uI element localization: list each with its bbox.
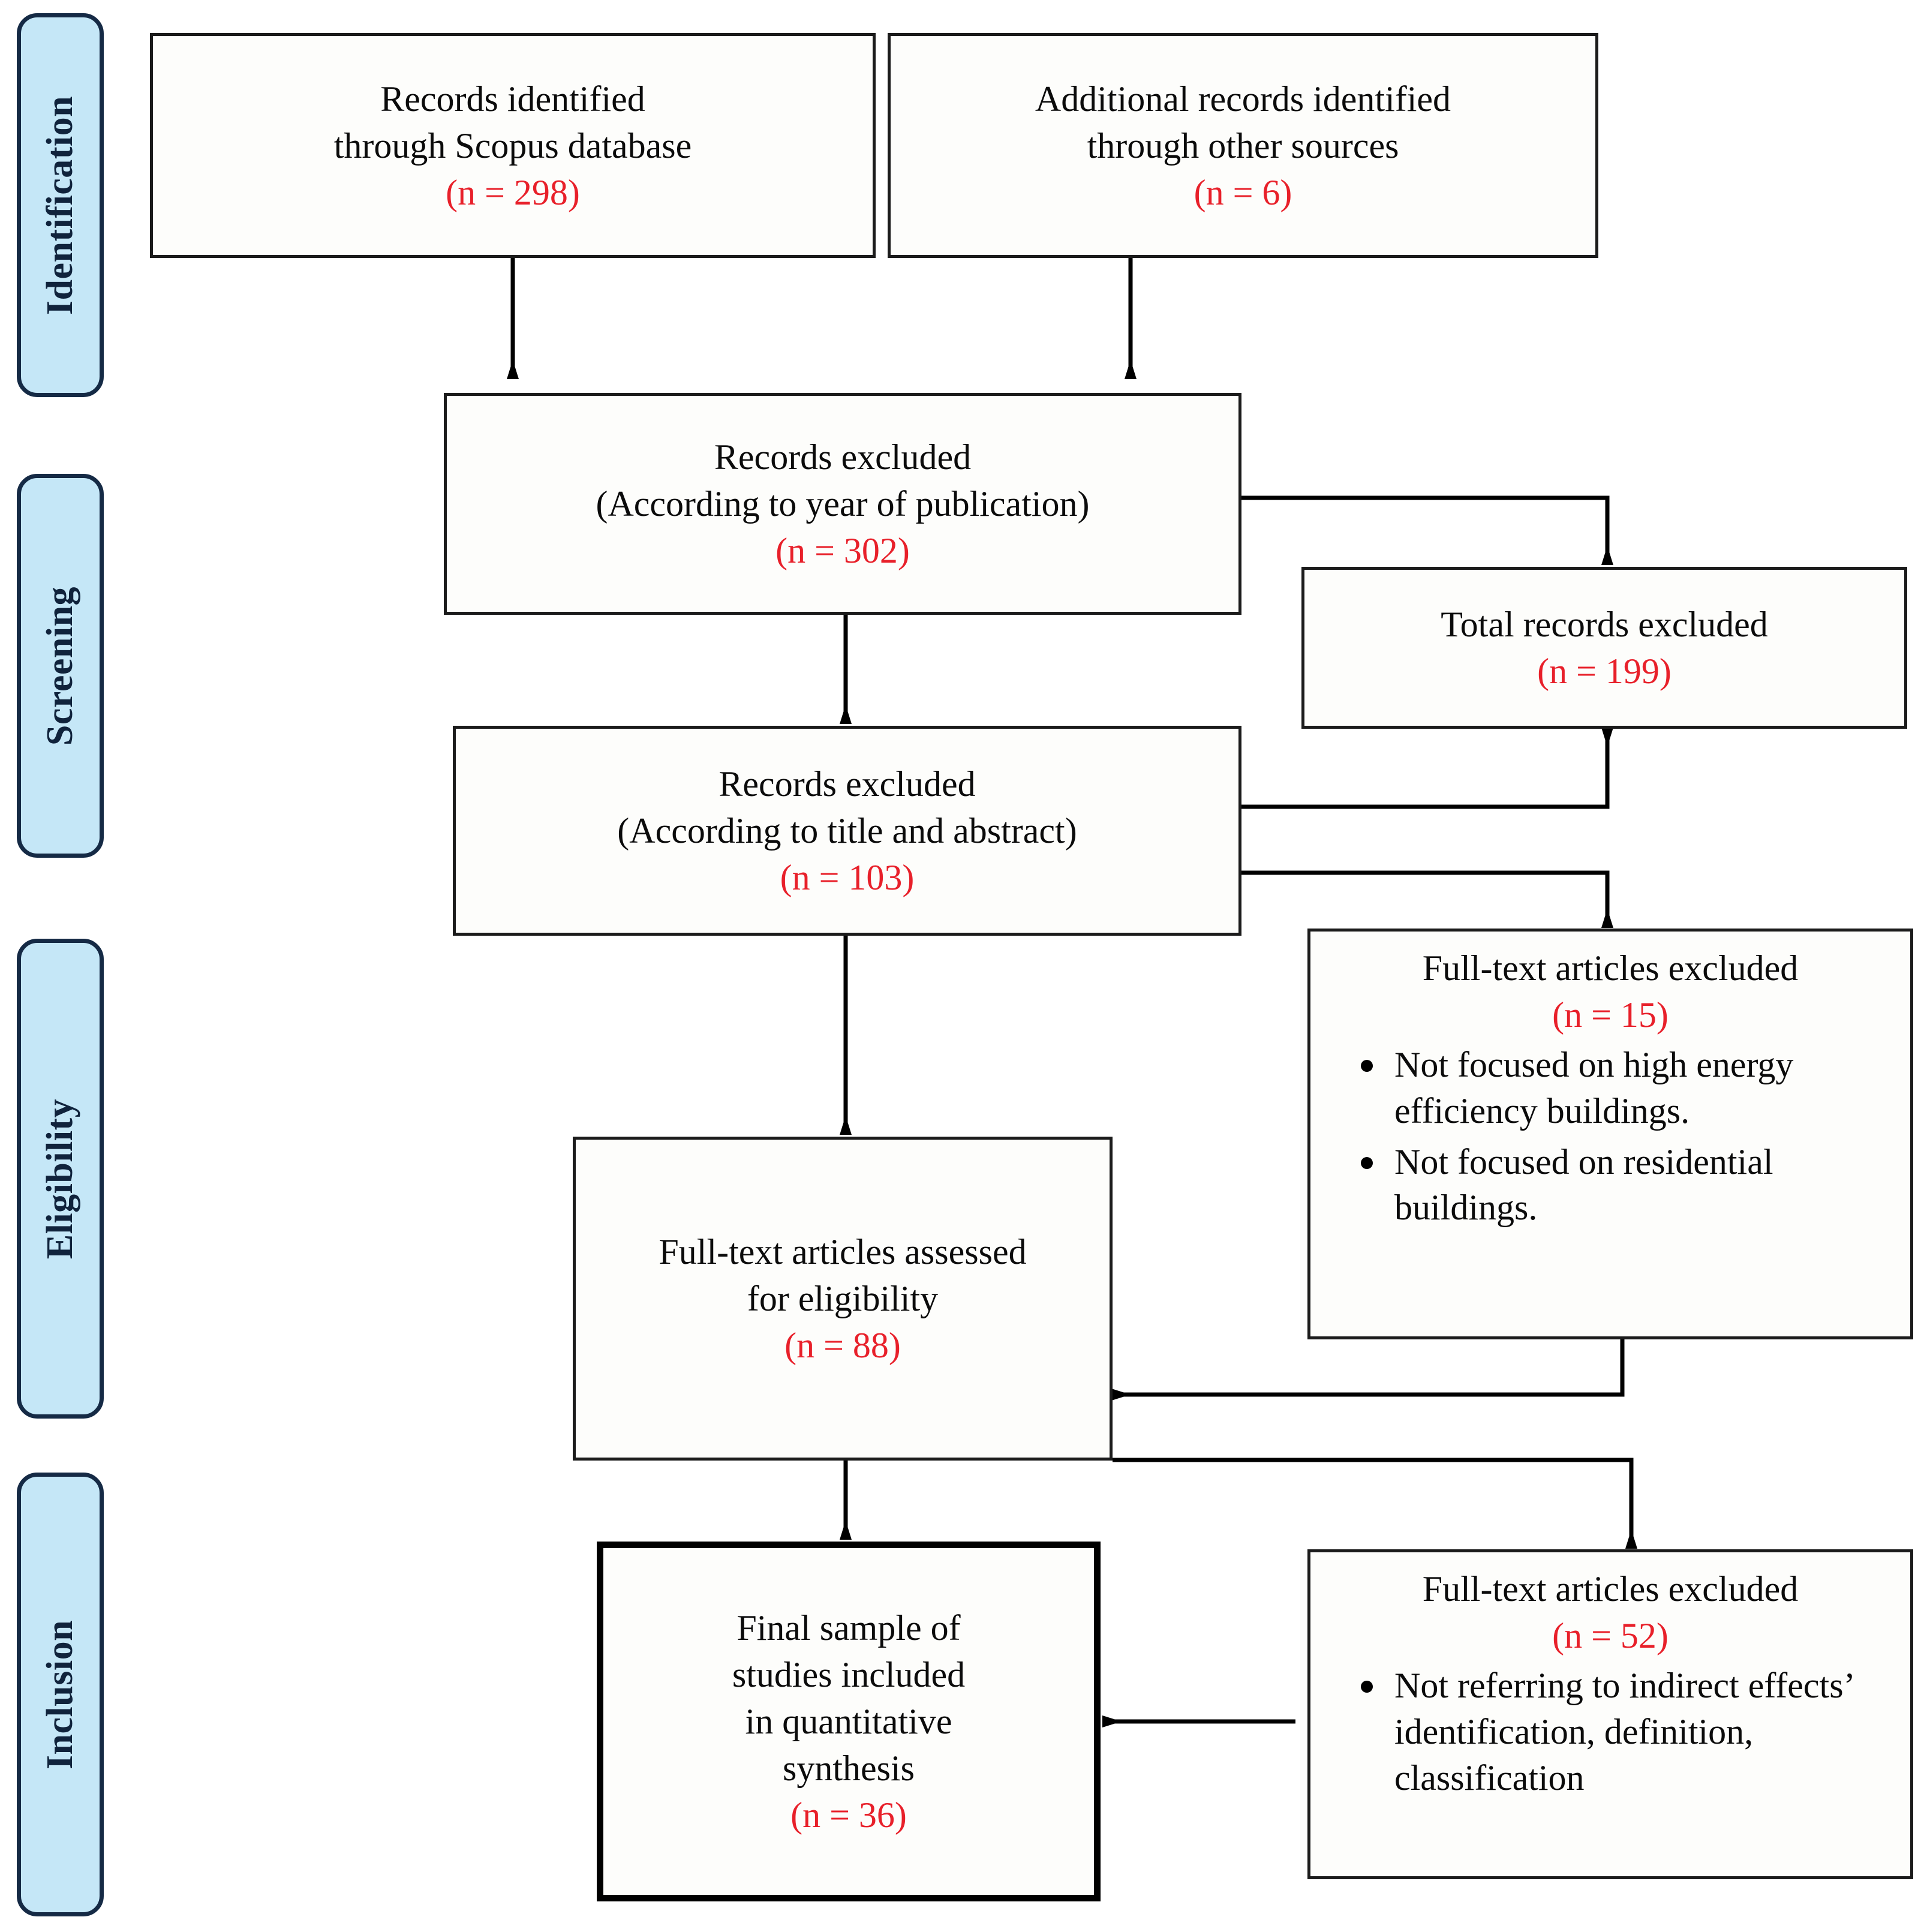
final-sample-line3: in quantitative <box>745 1702 952 1741</box>
fulltext-excluded-52-bullets: Not referring to indirect effects’ ident… <box>1321 1663 1899 1805</box>
box-total-records-excluded: Total records excluded (n = 199) <box>1301 567 1907 729</box>
stage-pill-eligibility: Eligibility <box>17 939 104 1419</box>
fulltext-excluded-15-bullets: Not focused on high energy efficiency bu… <box>1321 1042 1899 1236</box>
fulltext-excluded-52-count: (n = 52) <box>1552 1616 1669 1655</box>
final-sample-line1: Final sample of <box>736 1608 961 1648</box>
list-item: Not focused on high energy efficiency bu… <box>1356 1042 1899 1134</box>
final-sample-line2: studies included <box>732 1655 966 1694</box>
records-excluded-year-line2: (According to year of publication) <box>596 484 1090 524</box>
stage-pill-identification: Identification <box>17 13 104 397</box>
stage-label-eligibility: Eligibility <box>40 1098 80 1259</box>
final-sample-line4: synthesis <box>782 1748 915 1788</box>
records-excluded-title-count: (n = 103) <box>780 858 915 897</box>
stage-label-identification: Identification <box>40 95 81 315</box>
box-records-identified: Records identified through Scopus databa… <box>150 33 876 258</box>
total-records-excluded-line1: Total records excluded <box>1441 605 1768 644</box>
total-records-excluded-count: (n = 199) <box>1537 651 1672 691</box>
records-identified-line1: Records identified <box>380 79 645 119</box>
box-fulltext-assessed: Full-text articles assessed for eligibil… <box>573 1137 1113 1461</box>
box-records-excluded-title-abstract: Records excluded (According to title and… <box>453 726 1241 936</box>
fulltext-assessed-line2: for eligibility <box>747 1279 939 1318</box>
additional-records-line2: through other sources <box>1087 125 1399 166</box>
stage-pill-screening: Screening <box>17 474 104 858</box>
additional-records-line1: Additional records identified <box>1035 79 1451 119</box>
records-identified-count: (n = 298) <box>446 172 580 212</box>
list-item: Not referring to indirect effects’ ident… <box>1356 1663 1899 1801</box>
fulltext-excluded-15-count: (n = 15) <box>1552 995 1669 1035</box>
box-records-excluded-year: Records excluded (According to year of p… <box>444 393 1241 615</box>
box-fulltext-excluded-15: Full-text articles excluded (n = 15) Not… <box>1307 929 1913 1339</box>
records-identified-line2: through Scopus database <box>333 125 692 166</box>
box-additional-records: Additional records identified through ot… <box>888 33 1598 258</box>
records-excluded-year-line1: Records excluded <box>714 437 972 477</box>
stage-label-screening: Screening <box>40 586 80 746</box>
box-final-sample: Final sample of studies included in quan… <box>597 1542 1101 1901</box>
box-fulltext-excluded-52: Full-text articles excluded (n = 52) Not… <box>1307 1549 1913 1879</box>
fulltext-assessed-count: (n = 88) <box>784 1326 901 1365</box>
records-excluded-title-line2: (According to title and abstract) <box>617 811 1077 851</box>
additional-records-count: (n = 6) <box>1194 172 1292 212</box>
fulltext-excluded-15-line1: Full-text articles excluded <box>1422 948 1799 988</box>
records-excluded-year-count: (n = 302) <box>775 531 910 570</box>
final-sample-count: (n = 36) <box>790 1795 907 1835</box>
stage-pill-inclusion: Inclusion <box>17 1473 104 1916</box>
list-item: Not focused on residential buildings. <box>1356 1139 1899 1231</box>
stage-label-inclusion: Inclusion <box>40 1619 81 1769</box>
fulltext-excluded-52-line1: Full-text articles excluded <box>1422 1569 1799 1609</box>
fulltext-assessed-line1: Full-text articles assessed <box>659 1232 1027 1272</box>
records-excluded-title-line1: Records excluded <box>719 764 976 804</box>
